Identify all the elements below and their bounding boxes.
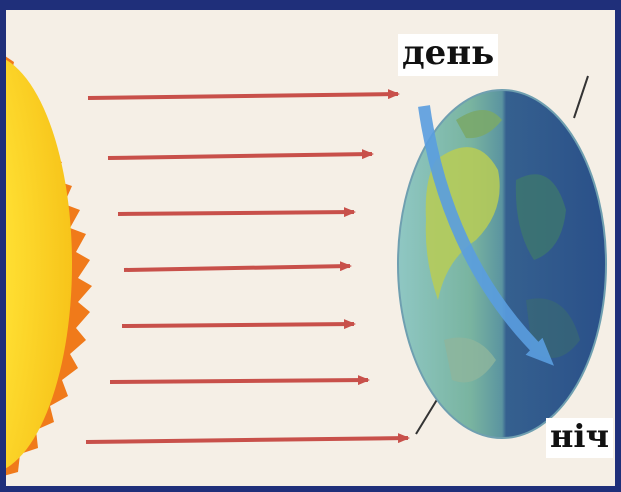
sun-icon (6, 50, 92, 478)
illustration (6, 10, 615, 486)
sun-rays (86, 94, 408, 442)
scene: день ніч (6, 10, 615, 486)
sun-ray (122, 324, 354, 326)
sun-ray (110, 380, 368, 382)
sun-ray (86, 438, 408, 442)
sun-ray (118, 212, 354, 214)
sun-ray (124, 266, 350, 270)
sun-ray (88, 94, 398, 98)
day-label: день (398, 34, 498, 76)
sun-ray (108, 154, 372, 158)
night-label: ніч (546, 418, 613, 458)
